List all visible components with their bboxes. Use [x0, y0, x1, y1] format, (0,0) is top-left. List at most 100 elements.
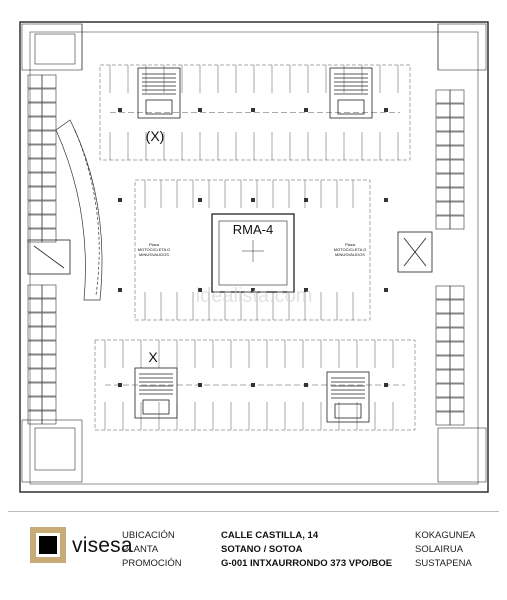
stair-landing	[334, 403, 362, 419]
storage-room	[449, 355, 465, 370]
storage-room	[41, 396, 57, 411]
storage-room	[449, 341, 465, 356]
storage-room	[449, 131, 465, 146]
parking-top	[99, 64, 411, 161]
ramp	[55, 119, 103, 301]
storage-room	[41, 368, 57, 383]
stair-core	[329, 67, 373, 119]
visesa-logo: visesa	[30, 527, 155, 569]
column	[251, 108, 255, 112]
column	[118, 198, 122, 202]
column	[304, 198, 308, 202]
storage-room	[41, 144, 57, 159]
stair-core	[137, 67, 181, 119]
svg-text:Plaza: Plaza	[345, 242, 356, 247]
storage-room	[435, 327, 451, 342]
value-floor: SOTANO / SOTOA	[221, 544, 303, 555]
storage-room	[41, 354, 57, 369]
column	[118, 108, 122, 112]
storage-room	[435, 355, 451, 370]
storage-room	[41, 158, 57, 173]
storage-room	[449, 299, 465, 314]
storage-room	[435, 215, 451, 230]
stair-landing	[337, 99, 365, 115]
storage-room	[449, 313, 465, 328]
column	[304, 288, 308, 292]
label-floor: PLANTA	[122, 544, 159, 555]
storage-room	[41, 74, 57, 89]
left-stair	[27, 239, 71, 275]
column	[384, 108, 388, 112]
storage-room	[435, 411, 451, 426]
storage-room	[449, 201, 465, 216]
storage-room	[41, 130, 57, 145]
label-promotion: PROMOCIÓN	[122, 558, 182, 569]
column	[118, 383, 122, 387]
logo-square-icon	[39, 536, 57, 554]
storage-room	[449, 397, 465, 412]
area-label-left: Plaza MOTOCICLETA O MINUSVALIDOS	[138, 242, 171, 257]
column	[251, 383, 255, 387]
storage-room	[449, 187, 465, 202]
storage-room	[435, 285, 451, 300]
label-promotion-eu: SUSTAPENA	[415, 558, 472, 569]
storage-room	[435, 145, 451, 160]
column	[118, 288, 122, 292]
stair-cores	[134, 67, 373, 423]
storage-room	[435, 187, 451, 202]
storage-room	[449, 117, 465, 132]
column	[251, 288, 255, 292]
storage-room	[435, 383, 451, 398]
parking-middle	[134, 179, 371, 321]
storage-room	[449, 411, 465, 426]
svg-text:Plaza: Plaza	[149, 242, 160, 247]
storage-room	[41, 284, 57, 299]
left-storage-rooms	[27, 74, 57, 425]
column	[198, 198, 202, 202]
columns	[118, 108, 388, 387]
info-values: CALLE CASTILLA, 14 SOTANO / SOTOA G-001 …	[221, 529, 392, 571]
column	[384, 198, 388, 202]
storage-room	[435, 313, 451, 328]
svg-text:MOTOCICLETA O: MOTOCICLETA O	[138, 247, 171, 252]
label-location: UBICACIÓN	[122, 530, 175, 541]
right-stair	[397, 231, 433, 273]
footer-divider	[8, 511, 499, 512]
floor-plan: RMA-4 (X) X Plaza MOTOCICLETA O MINUSVAL…	[19, 21, 489, 493]
storage-room	[435, 159, 451, 174]
storage-room	[41, 410, 57, 425]
area-label-right: Plaza MOTOCICLETA O MINUSVALIDOS	[334, 242, 367, 257]
storage-room	[435, 89, 451, 104]
storage-room	[449, 369, 465, 384]
corner-rooms	[21, 23, 487, 483]
storage-room	[435, 369, 451, 384]
label-location-eu: KOKAGUNEA	[415, 530, 476, 541]
info-labels: UBICACIÓN PLANTA PROMOCIÓN	[122, 529, 182, 571]
svg-text:MINUSVALIDOS: MINUSVALIDOS	[335, 252, 365, 257]
stair-core	[326, 371, 370, 423]
svg-text:MOTOCICLETA O: MOTOCICLETA O	[334, 247, 367, 252]
storage-room	[435, 173, 451, 188]
footer	[0, 505, 507, 600]
column	[304, 383, 308, 387]
storage-room	[435, 299, 451, 314]
column	[304, 108, 308, 112]
value-location: CALLE CASTILLA, 14	[221, 530, 319, 541]
level-code: RMA-4	[233, 222, 273, 237]
column	[198, 383, 202, 387]
storage-room	[449, 173, 465, 188]
column	[251, 198, 255, 202]
storage-room	[41, 116, 57, 131]
storage-room	[41, 340, 57, 355]
marker-top: (X)	[146, 128, 165, 144]
svg-text:MINUSVALIDOS: MINUSVALIDOS	[139, 252, 169, 257]
storage-room	[435, 397, 451, 412]
storage-room	[449, 383, 465, 398]
storage-room	[449, 159, 465, 174]
storage-room	[41, 228, 57, 243]
info-labels-basque: KOKAGUNEA SOLAIRUA SUSTAPENA	[415, 529, 475, 571]
storage-room	[435, 117, 451, 132]
storage-room	[41, 382, 57, 397]
storage-room	[435, 201, 451, 216]
storage-room	[449, 327, 465, 342]
